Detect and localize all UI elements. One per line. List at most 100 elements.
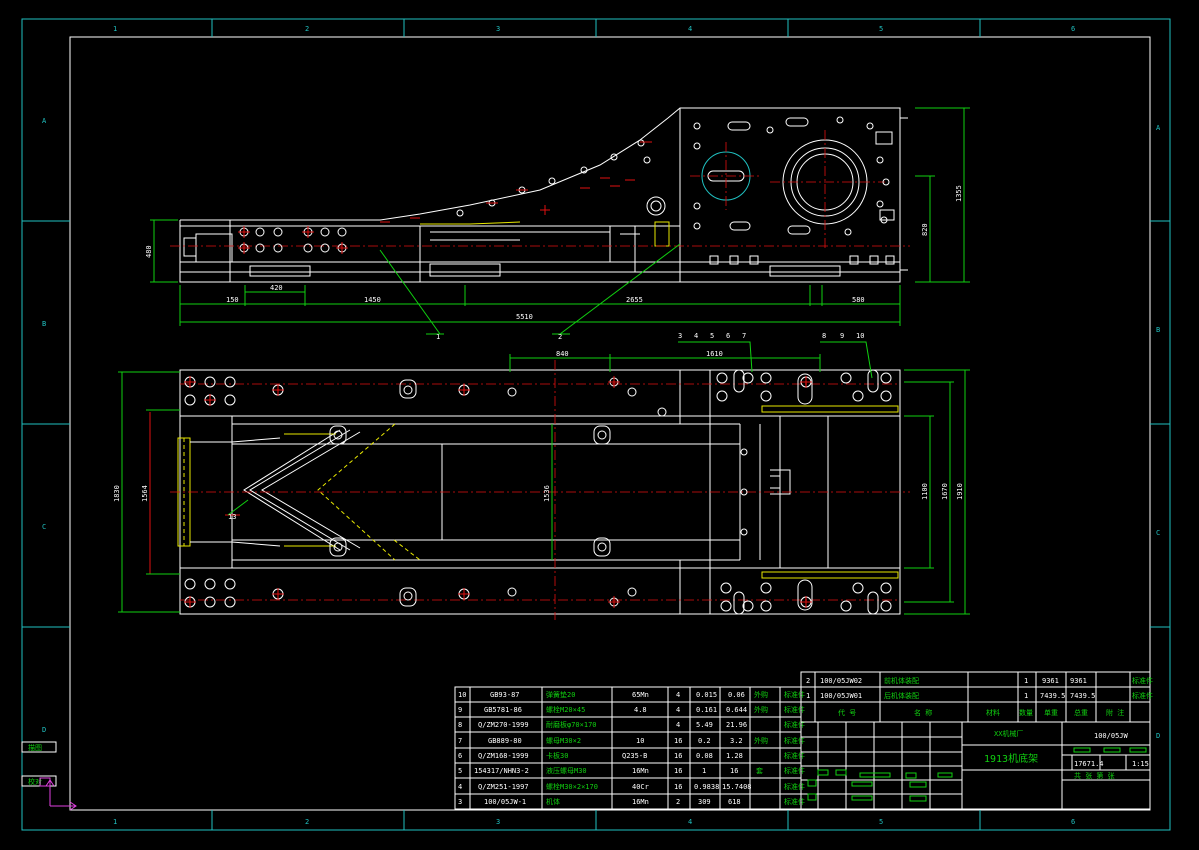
zone-col-bottom-6: 6 bbox=[1071, 818, 1075, 826]
dim-1830: 1830 bbox=[113, 485, 121, 502]
parts-row-total-wt: 21.96 bbox=[726, 721, 747, 729]
title-block-text: 2 100/05JW02 前机体装配 1 9361 9361 标准件 1 100… bbox=[806, 676, 1153, 780]
zone-col-top-5: 5 bbox=[879, 25, 883, 33]
parts-row-std: 标准件 bbox=[784, 705, 805, 714]
parts-row-code: 154317/NHN3-2 bbox=[474, 767, 529, 775]
header-code: 代 号 bbox=[838, 708, 856, 717]
title-row-unit-wt: 7439.5 bbox=[1040, 692, 1065, 700]
zone-row-right-b: B bbox=[1156, 326, 1160, 334]
parts-row-material: 4.8 bbox=[634, 706, 647, 714]
dim-150: 150 bbox=[226, 296, 239, 304]
parts-row-material: 65Mn bbox=[632, 691, 649, 699]
parts-row-name: 液压螺母M30 bbox=[546, 766, 587, 775]
header-name: 名 称 bbox=[914, 708, 932, 717]
drawing-number: 100/05JW bbox=[1094, 732, 1129, 740]
balloon-10: 10 bbox=[856, 332, 864, 340]
parts-row-std: 标准件 bbox=[784, 736, 805, 745]
plan-lugs bbox=[329, 369, 879, 615]
dim-820: 820 bbox=[921, 223, 929, 236]
title-row-total-wt: 9361 bbox=[1070, 677, 1087, 685]
parts-row-unit-wt: 0.161 bbox=[696, 706, 717, 714]
zone-col-bottom-2: 2 bbox=[305, 818, 309, 826]
balloon-5: 5 bbox=[710, 332, 714, 340]
title-block bbox=[800, 671, 1151, 810]
parts-list-text: 10 GB93-87 弹簧垫20 65Mn 4 0.015 0.06 外购 标准… bbox=[458, 690, 805, 806]
zone-col-top-4: 4 bbox=[688, 25, 692, 33]
zone-row-left-b: B bbox=[42, 320, 46, 328]
parts-row-std: 标准件 bbox=[784, 751, 805, 760]
parts-row-code: GB889-80 bbox=[488, 737, 522, 745]
plan-view bbox=[118, 341, 970, 620]
parts-row-no: 10 bbox=[458, 691, 466, 699]
parts-row-std: 标准件 bbox=[784, 720, 805, 729]
scale: 1:15 bbox=[1132, 760, 1149, 768]
balloon-9: 9 bbox=[840, 332, 844, 340]
parts-row-name: 螺栓M30×2×170 bbox=[546, 782, 598, 791]
zone-row-left-c: C bbox=[42, 523, 46, 531]
parts-row-unit-wt: 0.9838 bbox=[694, 783, 719, 791]
parts-row-code: Q/ZM251-1997 bbox=[478, 783, 529, 791]
parts-row-qty: 16 bbox=[674, 783, 682, 791]
parts-row-material: 16Mn bbox=[632, 798, 649, 806]
dim-1100: 1100 bbox=[921, 483, 929, 500]
v-brace-yellow bbox=[317, 423, 396, 561]
parts-row-no: 6 bbox=[458, 752, 462, 760]
leader-label-1: 1 bbox=[436, 333, 440, 341]
header-qty: 数量 bbox=[1019, 708, 1033, 717]
zone-row-left-d: D bbox=[42, 726, 46, 734]
title-row-qty: 1 bbox=[1024, 677, 1028, 685]
parts-row-code: GB5781-86 bbox=[484, 706, 522, 714]
v-brace-white bbox=[249, 429, 351, 551]
parts-row-material: 40Cr bbox=[632, 783, 649, 791]
dim-580: 580 bbox=[852, 296, 865, 304]
zone-col-bottom-1: 1 bbox=[113, 818, 117, 826]
callout-13: 13 bbox=[228, 513, 236, 521]
company-name: XX机械厂 bbox=[994, 729, 1023, 738]
header-unit-wt: 单重 bbox=[1044, 708, 1058, 717]
header-material: 材料 bbox=[986, 708, 1000, 717]
dim-2655: 2655 bbox=[626, 296, 643, 304]
parts-row-name: 耐磨板φ70×170 bbox=[546, 720, 597, 729]
parts-row-total-wt: 16 bbox=[730, 767, 738, 775]
parts-row-qty: 16 bbox=[674, 737, 682, 745]
header-total-wt: 总重 bbox=[1074, 708, 1088, 717]
zone-col-bottom-5: 5 bbox=[879, 818, 883, 826]
side-label-check: 校对 bbox=[28, 777, 42, 786]
dim-1564: 1564 bbox=[141, 485, 149, 502]
parts-row-code: 100/05JW-1 bbox=[484, 798, 526, 806]
total-weight: 17671.4 bbox=[1074, 760, 1104, 768]
dim-1450: 1450 bbox=[364, 296, 381, 304]
parts-row-std: 标准件 bbox=[784, 690, 805, 699]
zone-col-top-1: 1 bbox=[113, 25, 117, 33]
parts-row-qty: 16 bbox=[674, 767, 682, 775]
dim-420: 420 bbox=[270, 284, 283, 292]
parts-row-total-wt: 618 bbox=[728, 798, 741, 806]
parts-row-material: 10 bbox=[636, 737, 644, 745]
parts-row-name: 螺栓M20×45 bbox=[546, 705, 585, 714]
title-row-qty: 1 bbox=[1024, 692, 1028, 700]
balloon-7: 7 bbox=[742, 332, 746, 340]
title-row-code: 100/05JW02 bbox=[820, 677, 862, 685]
dim-5510: 5510 bbox=[516, 313, 533, 321]
parts-row-material: Q235-B bbox=[622, 752, 647, 760]
parts-row-std: 标准件 bbox=[784, 797, 805, 806]
drawing-title: 1913机底架 bbox=[984, 752, 1038, 765]
parts-row-name: 机体 bbox=[546, 797, 560, 806]
parts-row-note: 外购 bbox=[754, 705, 768, 714]
parts-row-material: 16Mn bbox=[632, 767, 649, 775]
balloon-6: 6 bbox=[726, 332, 730, 340]
parts-row-note: 套 bbox=[756, 766, 763, 775]
balloon-8: 8 bbox=[822, 332, 826, 340]
side-outline bbox=[179, 107, 901, 283]
parts-row-unit-wt: 0.08 bbox=[696, 752, 713, 760]
drawing-frame bbox=[21, 18, 1171, 831]
parts-row-unit-wt: 5.49 bbox=[696, 721, 713, 729]
parts-row-code: Q/ZM270-1999 bbox=[478, 721, 529, 729]
zone-col-top-3: 3 bbox=[496, 25, 500, 33]
parts-row-no: 5 bbox=[458, 767, 462, 775]
side-label-trace: 描图 bbox=[28, 743, 42, 752]
title-row-std: 标准件 bbox=[1132, 691, 1153, 700]
parts-row-name: 弹簧垫20 bbox=[546, 690, 575, 699]
title-row-name: 前机体装配 bbox=[884, 676, 919, 685]
